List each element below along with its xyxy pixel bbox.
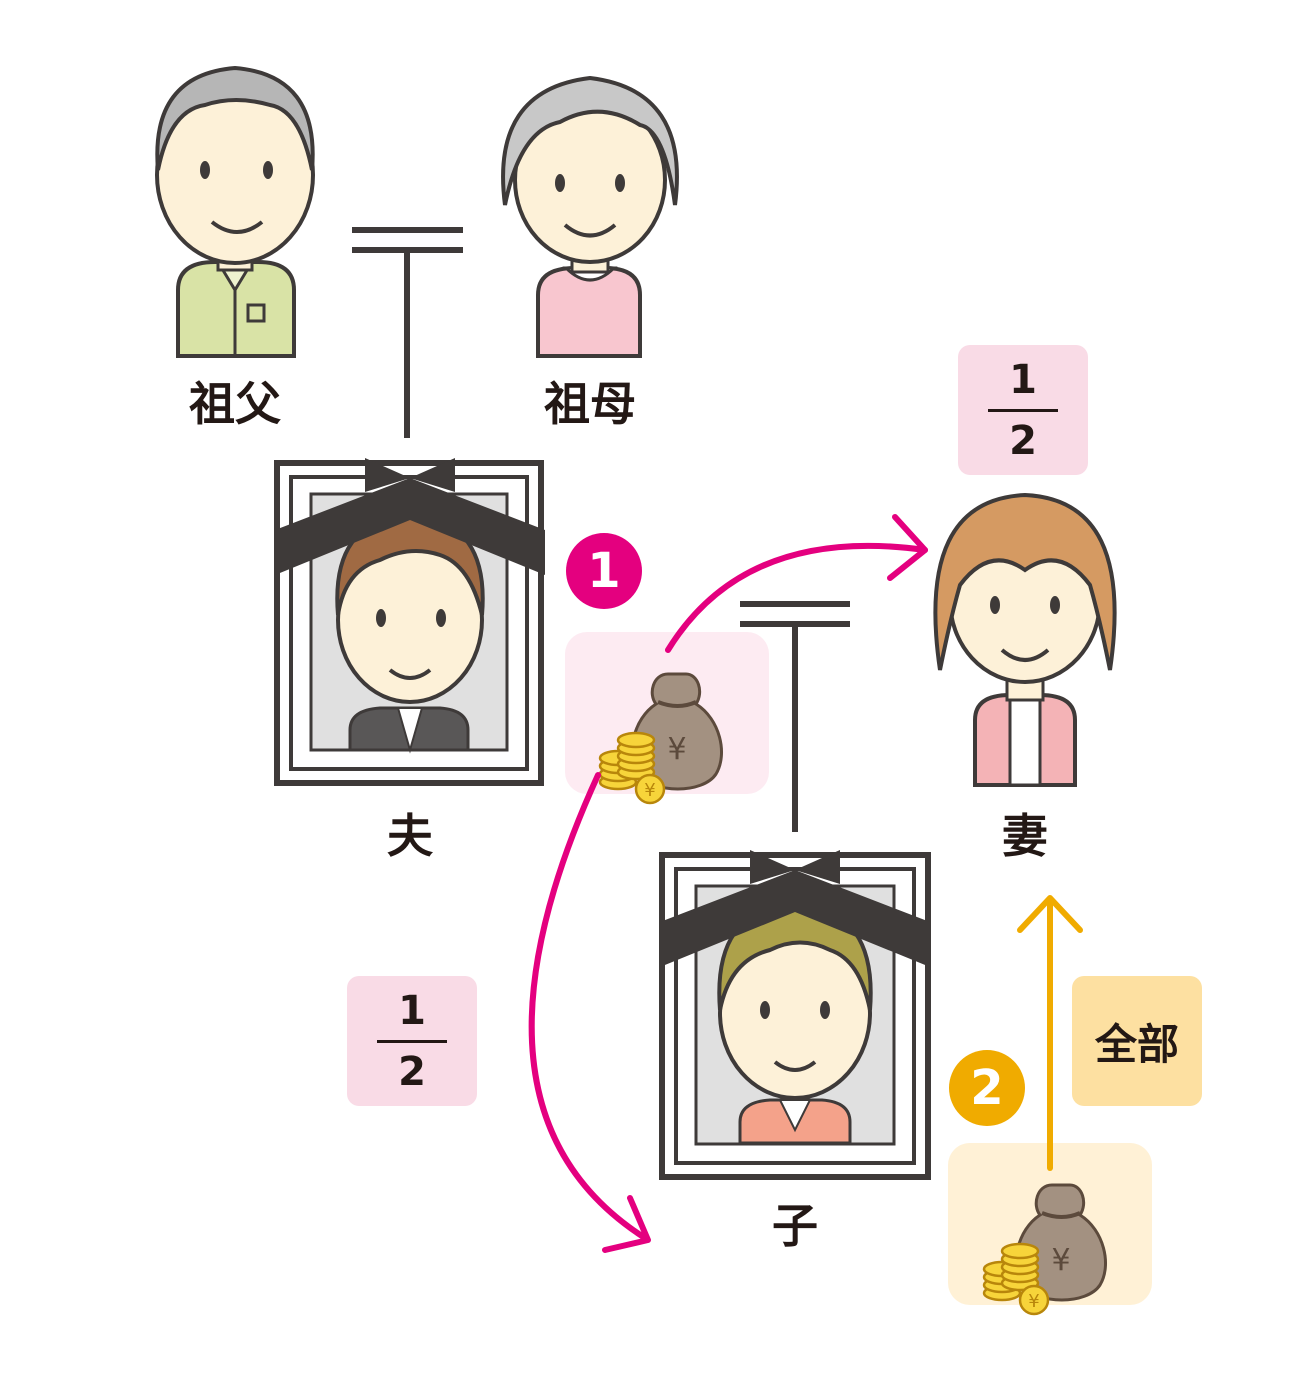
child-share-badge: 1 2: [347, 976, 477, 1106]
marriage-link-parents: [740, 601, 850, 832]
child-label: 子: [772, 1199, 818, 1253]
arrow-up-to-wife: [1017, 895, 1083, 1171]
wife-share-badge: 1 2: [958, 345, 1088, 475]
fraction-bar: [988, 408, 1058, 412]
wife-figure: [933, 492, 1117, 787]
share-numerator: 1: [1009, 356, 1037, 403]
child-portrait: [659, 850, 931, 1180]
step-2-badge: 2: [949, 1050, 1025, 1126]
arrow-to-wife: [665, 514, 928, 653]
grandfather-figure: [155, 65, 315, 358]
husband-portrait: [274, 458, 545, 786]
husband-label: 夫: [387, 809, 434, 863]
share-numerator: 1: [398, 987, 426, 1034]
all-share-badge: 全部: [1072, 976, 1202, 1106]
grandmother-figure: [501, 75, 679, 358]
share-denominator: 2: [398, 1048, 426, 1095]
grandmother-label: 祖母: [544, 377, 636, 431]
fraction-bar: [377, 1039, 447, 1043]
share-denominator: 2: [1009, 417, 1037, 464]
grandfather-label: 祖父: [189, 377, 281, 431]
arrow-to-child: [528, 772, 651, 1253]
step-1-badge: 1: [566, 533, 642, 609]
marriage-link-grandparents: [352, 227, 463, 438]
wife-label: 妻: [1002, 809, 1048, 863]
